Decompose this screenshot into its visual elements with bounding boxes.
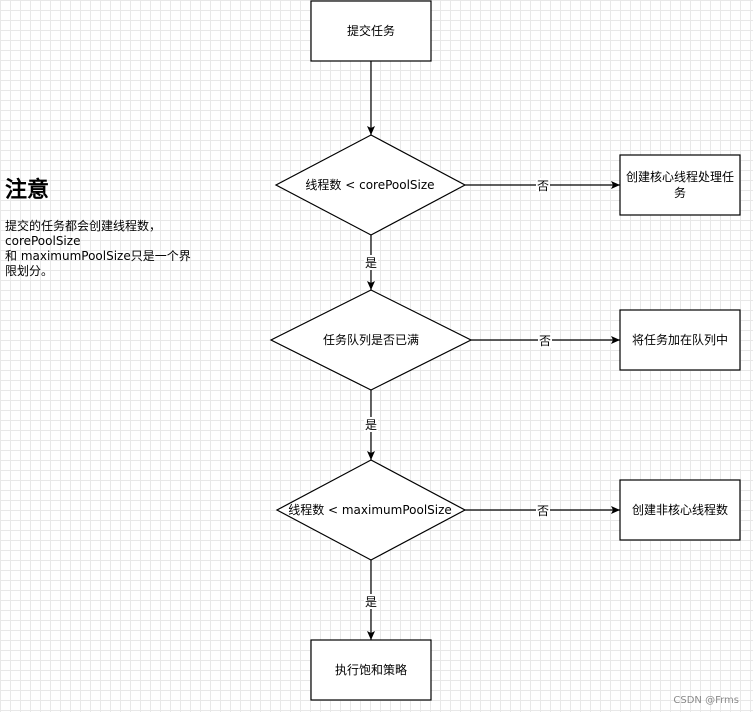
edge-label-core-yes: 是	[365, 256, 377, 270]
node-create-noncore-thread: 创建非核心线程数	[619, 479, 741, 541]
edge-label-max-yes: 是	[365, 595, 377, 609]
decision-core-pool: 线程数 < corePoolSize	[274, 134, 467, 236]
edge-label-max-no: 否	[537, 504, 549, 518]
note-line: 限划分。	[5, 264, 54, 278]
edge-label-queue-yes: 是	[365, 418, 377, 432]
node-create-core-thread: 创建核心线程处理任 务	[619, 154, 741, 216]
note-body: 提交的任务都会创建线程数， corePoolSize 和 maximumPool…	[5, 219, 191, 279]
note-title: 注意	[5, 178, 50, 203]
node-reject-policy: 执行饱和策略	[310, 639, 432, 701]
watermark: CSDN @Frms	[673, 695, 739, 706]
node-enqueue-task-label: 将任务加在队列中	[632, 332, 728, 347]
decision-max-pool: 线程数 < maximumPoolSize	[275, 459, 467, 561]
node-submit-task: 提交任务	[310, 0, 432, 62]
decision-core-pool-label: 线程数 < corePoolSize	[305, 177, 434, 192]
node-submit-task-label: 提交任务	[347, 23, 395, 38]
node-reject-policy-label: 执行饱和策略	[335, 662, 407, 677]
decision-max-pool-label: 线程数 < maximumPoolSize	[288, 502, 452, 517]
decision-queue-full: 任务队列是否已满	[269, 289, 473, 391]
node-create-noncore-thread-label: 创建非核心线程数	[632, 502, 728, 517]
note-line: 提交的任务都会创建线程数，	[5, 219, 162, 233]
edge-label-queue-no: 否	[539, 334, 551, 348]
node-enqueue-task: 将任务加在队列中	[619, 309, 741, 371]
decision-queue-full-label: 任务队列是否已满	[323, 332, 419, 347]
note-line: 和 maximumPoolSize只是一个界	[5, 249, 191, 263]
note-line: corePoolSize	[5, 234, 81, 248]
node-create-core-thread-label-line2: 务	[674, 185, 686, 200]
edge-label-core-no: 否	[537, 179, 549, 193]
node-create-core-thread-label-line1: 创建核心线程处理任	[626, 169, 734, 184]
